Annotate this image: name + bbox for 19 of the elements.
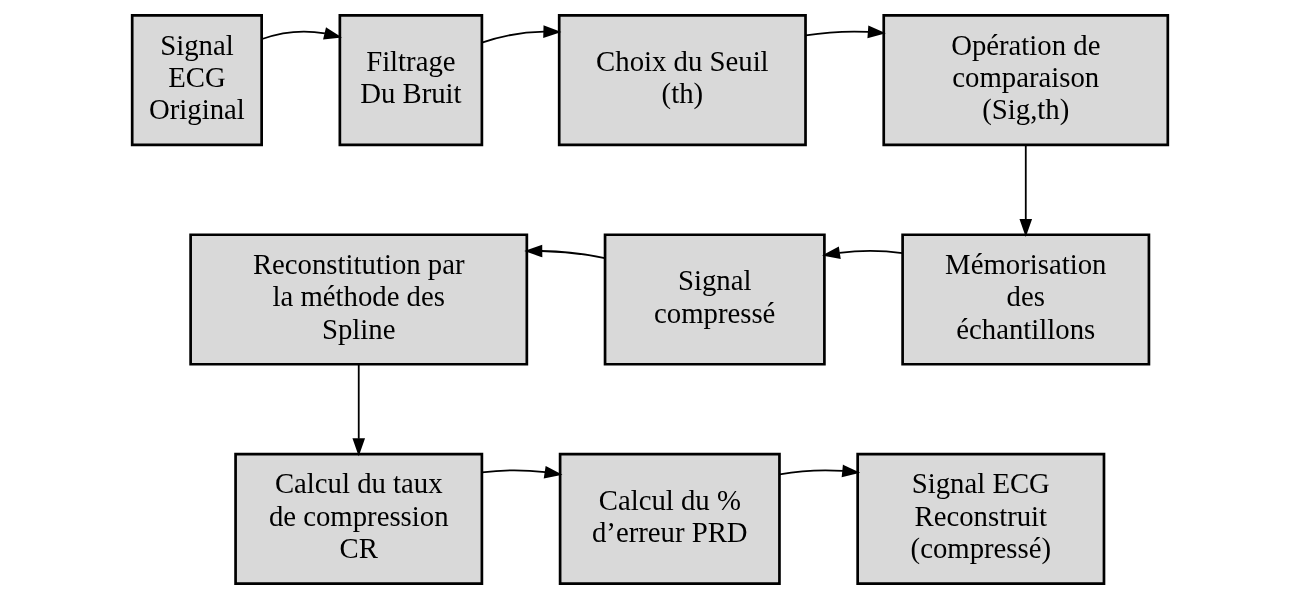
arrow: [480, 25, 561, 44]
arrow: [804, 25, 886, 39]
node-box: Filtrage Du Bruit: [338, 14, 483, 147]
arrow: [351, 363, 365, 457]
node-box: Signal ECG Original: [130, 14, 263, 147]
arrow: [821, 246, 903, 260]
node-box: Signal ECG Reconstruit (compressé): [855, 452, 1105, 585]
node-box: Calcul du taux de compression CR: [233, 452, 483, 585]
arrow: [260, 27, 342, 40]
arrow: [1018, 144, 1032, 237]
node-box: Calcul du % d’erreur PRD: [558, 452, 781, 585]
arrow: [480, 465, 562, 479]
node-box: Reconstitution par la méthode des Spline: [188, 233, 528, 366]
node-box: Mémorisation des échantillons: [900, 233, 1150, 366]
arrow: [778, 464, 860, 478]
node-box: Choix du Seuil (th): [557, 14, 807, 147]
node-box: Opération de comparaison (Sig,th): [881, 14, 1169, 147]
node-box: Signal compressé: [603, 233, 826, 366]
arrow: [523, 244, 606, 259]
